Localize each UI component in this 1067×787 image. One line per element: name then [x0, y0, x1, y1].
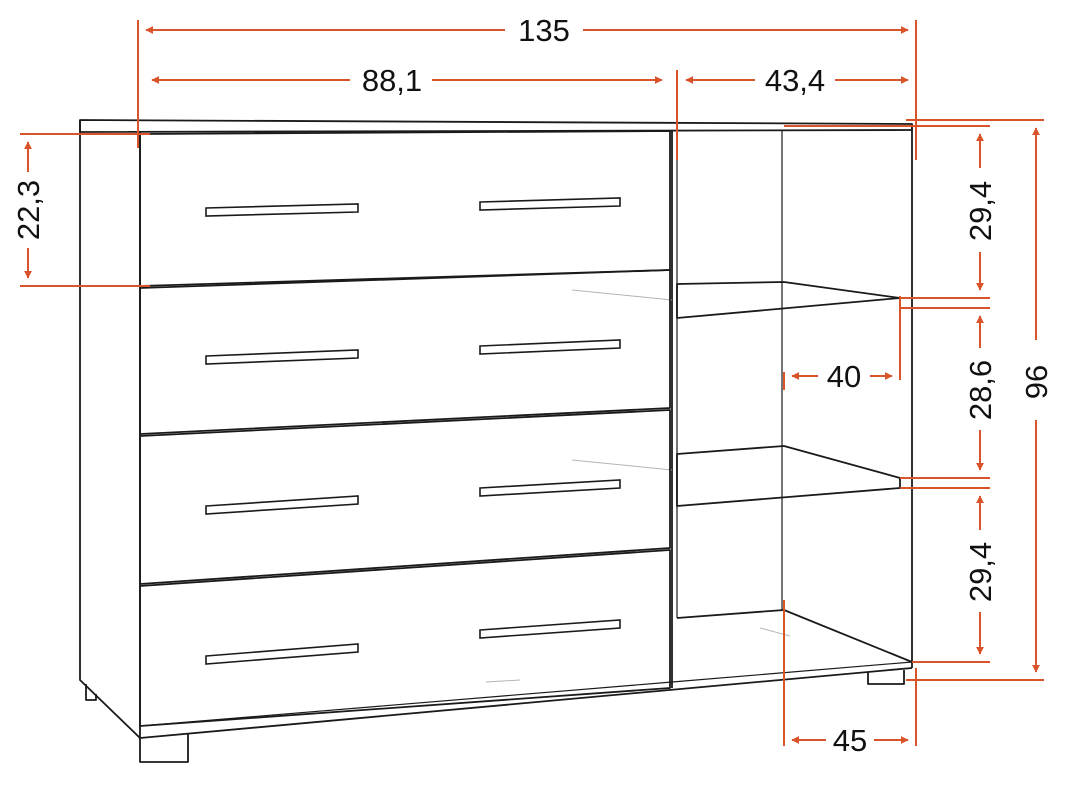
right-foot — [867, 670, 905, 685]
drawer-1-right-handle[interactable] — [479, 197, 621, 211]
drawer-section-width-label: 88,1 — [362, 63, 422, 98]
drawer-4-right-handle[interactable] — [479, 619, 621, 639]
front-left-foot — [139, 734, 189, 763]
shelf-top-shadow — [571, 289, 673, 301]
shelf-bottom-shadow — [759, 627, 791, 637]
cabinet-depth-label: 45 — [833, 723, 867, 758]
drawer-3[interactable] — [139, 409, 671, 585]
shelf-bottom-height-label: 29,4 — [963, 542, 998, 602]
drawer-2-left-handle[interactable] — [205, 349, 359, 365]
total-height-label: 96 — [1019, 365, 1054, 399]
drawer-3-left-handle[interactable] — [205, 495, 359, 515]
dresser-left-side-panel — [79, 120, 141, 739]
drawer-1[interactable] — [139, 130, 671, 287]
shelf-top — [676, 281, 901, 319]
drawer-3-front — [139, 409, 671, 585]
drawer-height-label: 22,3 — [11, 180, 46, 240]
drawer-2-right-handle[interactable] — [479, 339, 621, 355]
drawer-1-left-handle[interactable] — [205, 203, 359, 217]
shelf-section-width-label: 43,4 — [765, 63, 825, 98]
dimension-labels: 135 88,1 43,4 22,3 29,4 28,6 29,4 96 40 … — [11, 13, 1054, 758]
drawer-4[interactable] — [139, 549, 671, 727]
dresser — [79, 119, 913, 763]
back-left-foot — [85, 684, 97, 701]
drawer-4-front — [139, 549, 671, 727]
drawer-4-left-handle[interactable] — [205, 643, 359, 665]
shelf-middle — [676, 445, 901, 507]
drawer-4-reflection — [485, 679, 521, 683]
dimension-lines — [20, 20, 1044, 746]
drawer-2[interactable] — [139, 269, 671, 435]
dresser-base-line — [139, 661, 913, 727]
shelf-bottom — [676, 609, 913, 663]
shelf-top-height-label: 29,4 — [963, 181, 998, 241]
dresser-bottom-edge — [139, 667, 913, 739]
shelf-middle-shadow — [571, 459, 673, 471]
total-width-label: 135 — [518, 13, 570, 48]
drawer-3-right-handle[interactable] — [479, 479, 621, 497]
shelf-middle-height-label: 28,6 — [963, 360, 998, 420]
shelf-depth-label: 40 — [827, 359, 861, 394]
drawer-2-front — [139, 269, 671, 435]
